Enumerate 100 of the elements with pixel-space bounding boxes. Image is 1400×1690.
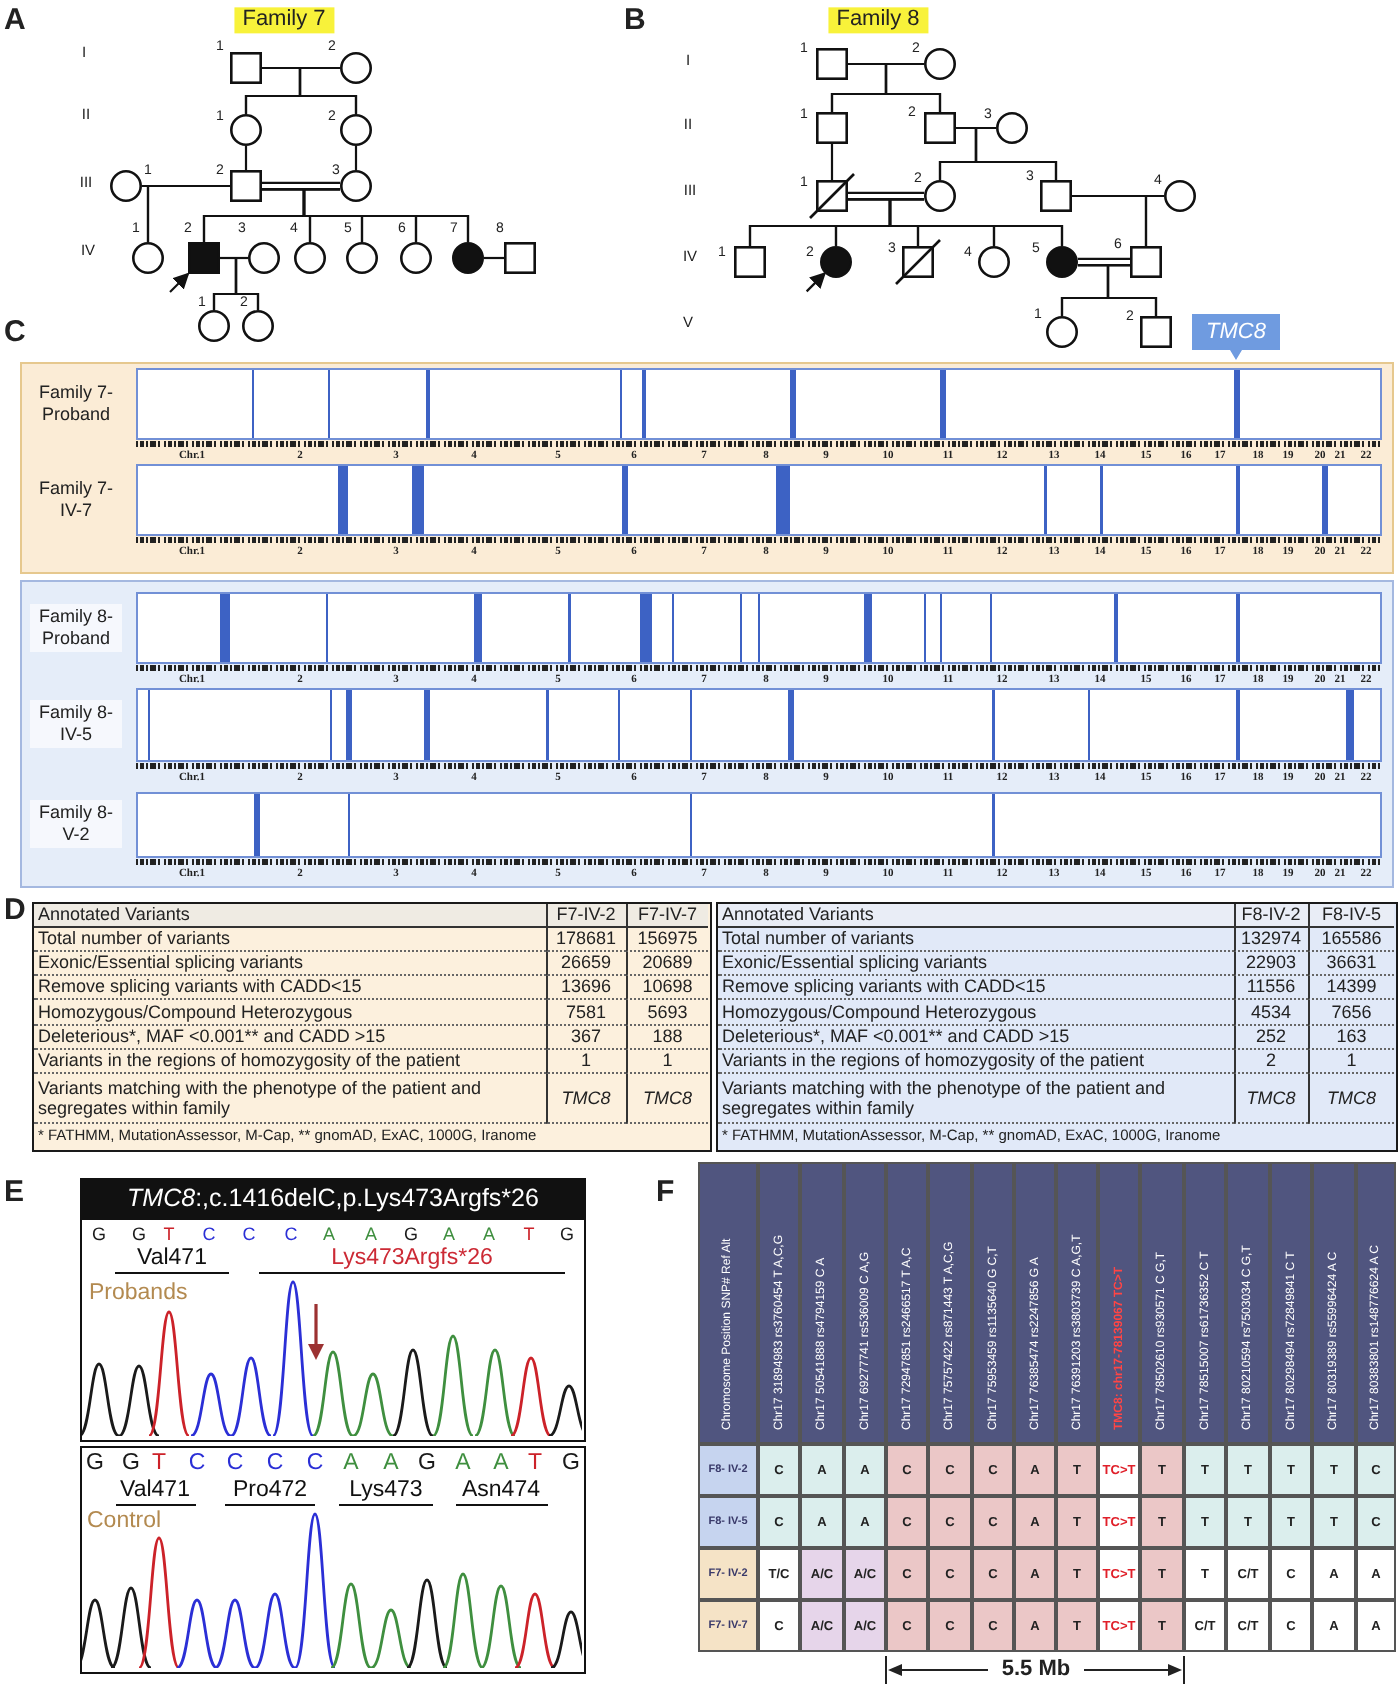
sample-label: Family 7- IV-7 <box>36 476 115 524</box>
row-label: Deleterious*, MAF <0.001** and CADD >15 <box>718 1026 1233 1050</box>
count-value: 2 <box>1233 1050 1307 1074</box>
sample-label: Probands <box>89 1279 188 1307</box>
count-value: 20689 <box>625 952 708 976</box>
count-value: 7656 <box>1307 1000 1394 1026</box>
base-letter: T <box>163 1222 175 1244</box>
amino-acid-label: Lys473 <box>339 1477 433 1505</box>
row-label: Exonic/Essential splicing variants <box>34 952 545 976</box>
row-label: Deleterious*, MAF <0.001** and CADD >15 <box>34 1026 545 1050</box>
count-value: 11556 <box>1233 976 1307 1000</box>
base-letter: A <box>455 1449 471 1477</box>
row-label: Homozygous/Compound Heterozygous <box>34 1000 545 1026</box>
count-value: 252 <box>1233 1026 1307 1050</box>
descent-line <box>888 198 1064 246</box>
descent-line <box>298 66 358 114</box>
row-label: Variants matching with the phenotype of the patient and segregates within family <box>718 1074 1233 1124</box>
count-value: 178681 <box>545 928 625 952</box>
descent-line <box>146 184 230 242</box>
count-value: 1 <box>545 1050 625 1074</box>
descent-line <box>234 256 260 310</box>
base-letter: A <box>493 1449 509 1477</box>
base-letter: G <box>418 1449 436 1477</box>
column-header: F8-IV-2 <box>1233 904 1307 928</box>
proband-arrow <box>169 272 190 293</box>
count-value: 26659 <box>545 952 625 976</box>
count-value: 22903 <box>1233 952 1307 976</box>
gene-name: TMC8 <box>625 1074 708 1124</box>
base-letter: C <box>188 1449 206 1477</box>
panel-letter: D <box>4 892 26 928</box>
column-header: F8-IV-5 <box>1307 904 1394 928</box>
count-value: 163 <box>1307 1026 1394 1050</box>
row-label: Remove splicing variants with CADD<15 <box>718 976 1233 1000</box>
count-value: 1 <box>625 1050 708 1074</box>
base-letter: A <box>365 1222 377 1244</box>
base-letter: G <box>562 1449 580 1477</box>
base-letter: G <box>132 1222 146 1244</box>
count-value: 10698 <box>625 976 708 1000</box>
base-letter: T <box>523 1222 535 1244</box>
base-letter: A <box>483 1222 495 1244</box>
count-value: 165586 <box>1307 928 1394 952</box>
column-header: Annotated Variants <box>34 904 545 928</box>
sample-label: Family 8- IV-5 <box>30 700 122 748</box>
base-letter: A <box>443 1222 455 1244</box>
count-value: 13696 <box>545 976 625 1000</box>
title-bar: TMC8:,c.1416delC,p.Lys473Argfs*26 <box>80 1178 586 1218</box>
column-header: Annotated Variants <box>718 904 1233 928</box>
descent-line <box>974 126 1058 180</box>
count-value: 4534 <box>1233 1000 1307 1026</box>
descent-line <box>830 144 834 180</box>
gene-name: TMC8 <box>1233 1074 1307 1124</box>
panel-letter: B <box>624 2 646 38</box>
amino-acid-label: Val471 <box>115 1245 229 1273</box>
base-letter: T <box>151 1449 167 1477</box>
count-value: 367 <box>545 1026 625 1050</box>
gene-name: TMC8 <box>1307 1074 1394 1124</box>
row-label: Variants matching with the phenotype of the patient and segregates within family <box>34 1074 545 1124</box>
count-value: 14399 <box>1307 976 1394 1000</box>
base-letter: G <box>86 1449 104 1477</box>
row-label: Total number of variants <box>718 928 1233 952</box>
row-label: Homozygous/Compound Heterozygous <box>718 1000 1233 1026</box>
marriage-line <box>484 256 504 260</box>
count-value: 5693 <box>625 1000 708 1026</box>
count-value: 156975 <box>625 928 708 952</box>
family-title: Family 8 <box>828 7 928 33</box>
descent-line <box>884 62 942 112</box>
base-letter: A <box>383 1449 399 1477</box>
base-letter: C <box>242 1222 256 1244</box>
row-label: Exonic/Essential splicing variants <box>718 952 1233 976</box>
chromatogram-panel <box>80 1218 586 1442</box>
base-letter: A <box>323 1222 335 1244</box>
descent-line <box>1144 194 1164 246</box>
descent-line <box>354 146 358 170</box>
base-letter: C <box>306 1449 324 1477</box>
base-letter: C <box>226 1449 244 1477</box>
panel-letter: F <box>656 1174 675 1210</box>
sample-label: Family 7- Proband <box>36 380 115 428</box>
row-label: Variants in the regions of homozygosity of the patient <box>34 1050 545 1074</box>
amino-acid-label: Val471 <box>115 1477 195 1505</box>
base-letter: A <box>343 1449 359 1477</box>
column-header: F7-IV-2 <box>545 904 625 928</box>
sample-label: Family 8- Proband <box>30 604 122 652</box>
gene-callout: TMC8 <box>1192 314 1280 360</box>
sample-label: Family 8- V-2 <box>30 800 122 848</box>
base-letter: G <box>122 1449 140 1477</box>
gene-name: TMC8 <box>545 1074 625 1124</box>
panel-letter: C <box>4 314 26 350</box>
base-letter: T <box>527 1449 543 1477</box>
base-letter: G <box>560 1222 574 1244</box>
row-label: Remove splicing variants with CADD<15 <box>34 976 545 1000</box>
descent-line <box>302 188 470 242</box>
chromatogram-panel <box>80 1446 586 1674</box>
dimension-label: 5.5 Mb <box>1001 1657 1071 1683</box>
row-label: Variants in the regions of homozygosity of the patient <box>718 1050 1233 1074</box>
base-letter: C <box>202 1222 216 1244</box>
column-header: F7-IV-7 <box>625 904 708 928</box>
count-value: 188 <box>625 1026 708 1050</box>
amino-acid-label: Asn474 <box>455 1477 547 1505</box>
base-letter: C <box>284 1222 298 1244</box>
count-value: 1 <box>1307 1050 1394 1074</box>
